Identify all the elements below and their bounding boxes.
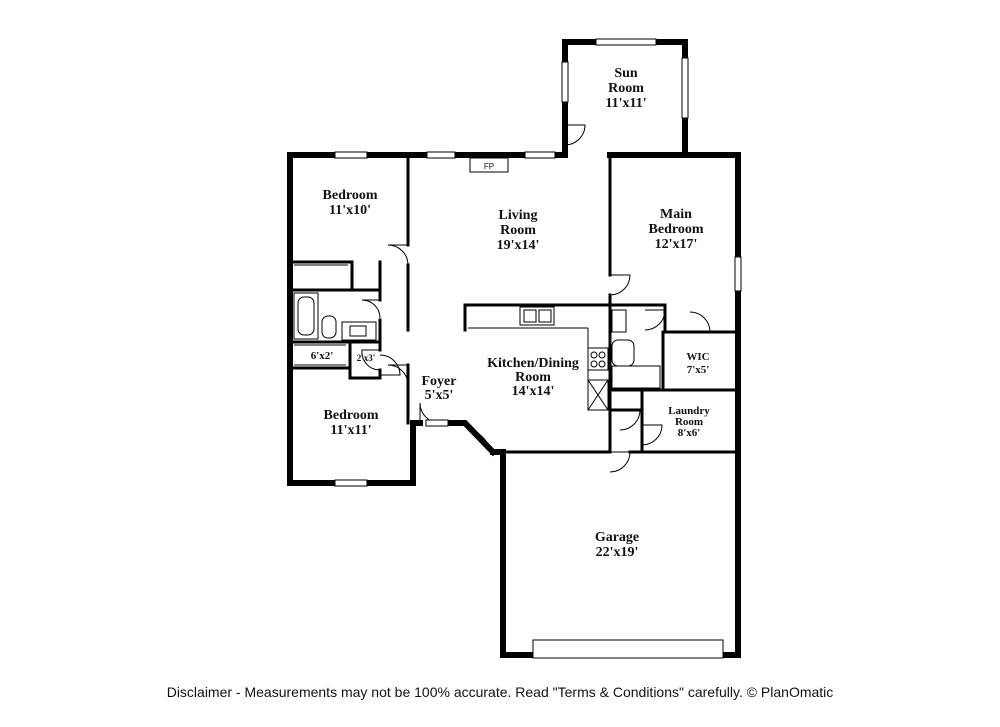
kitchen-dining-name-2: Room xyxy=(515,370,551,385)
fireplace: FP xyxy=(469,157,509,173)
bedroom-2-name: Bedroom xyxy=(324,408,379,423)
wic-size: 7'x5' xyxy=(687,364,710,376)
sun-room-size: 11'x11' xyxy=(605,96,646,111)
bedroom-1-size: 11'x10' xyxy=(329,203,371,218)
laundry-size: 8'x6' xyxy=(678,427,701,439)
main-bedroom-size: 12'x17' xyxy=(655,237,698,252)
foyer-name: Foyer xyxy=(422,374,457,389)
laundry-name-2: Room xyxy=(675,416,703,428)
living-room-name-1: Living xyxy=(499,208,538,223)
sun-room-name-1: Sun xyxy=(614,66,638,81)
closet-small-size: 6'x2' xyxy=(311,350,334,362)
foyer-size: 5'x5' xyxy=(425,388,454,403)
bedroom-1-name: Bedroom xyxy=(323,188,378,203)
closet-tiny-size: 2'x3' xyxy=(357,353,376,363)
interior-walls xyxy=(288,153,740,454)
doors xyxy=(361,124,711,473)
sun-room-name-2: Room xyxy=(608,81,644,96)
wic-name: WIC xyxy=(686,351,709,363)
fixtures xyxy=(293,264,661,411)
bedroom-2-size: 11'x11' xyxy=(330,423,371,438)
garage-name: Garage xyxy=(595,530,639,545)
kitchen-dining-size: 14'x14' xyxy=(512,384,555,399)
living-room-size: 19'x14' xyxy=(497,238,540,253)
exterior-walls xyxy=(287,39,741,658)
garage-door xyxy=(532,639,724,659)
disclaimer-text: Disclaimer - Measurements may not be 100… xyxy=(166,684,834,700)
room-labels: Sun Room 11'x11' Bedroom 11'x10' Living … xyxy=(311,66,711,560)
windows xyxy=(334,38,742,659)
fireplace-label: FP xyxy=(484,162,494,171)
main-bedroom-name-1: Main xyxy=(660,207,692,222)
laundry-name-1: Laundry xyxy=(668,405,710,417)
garage-size: 22'x19' xyxy=(596,545,639,560)
main-bedroom-name-2: Bedroom xyxy=(649,222,704,237)
living-room-name-2: Room xyxy=(500,223,536,238)
kitchen-dining-name-1: Kitchen/Dining xyxy=(487,356,579,371)
